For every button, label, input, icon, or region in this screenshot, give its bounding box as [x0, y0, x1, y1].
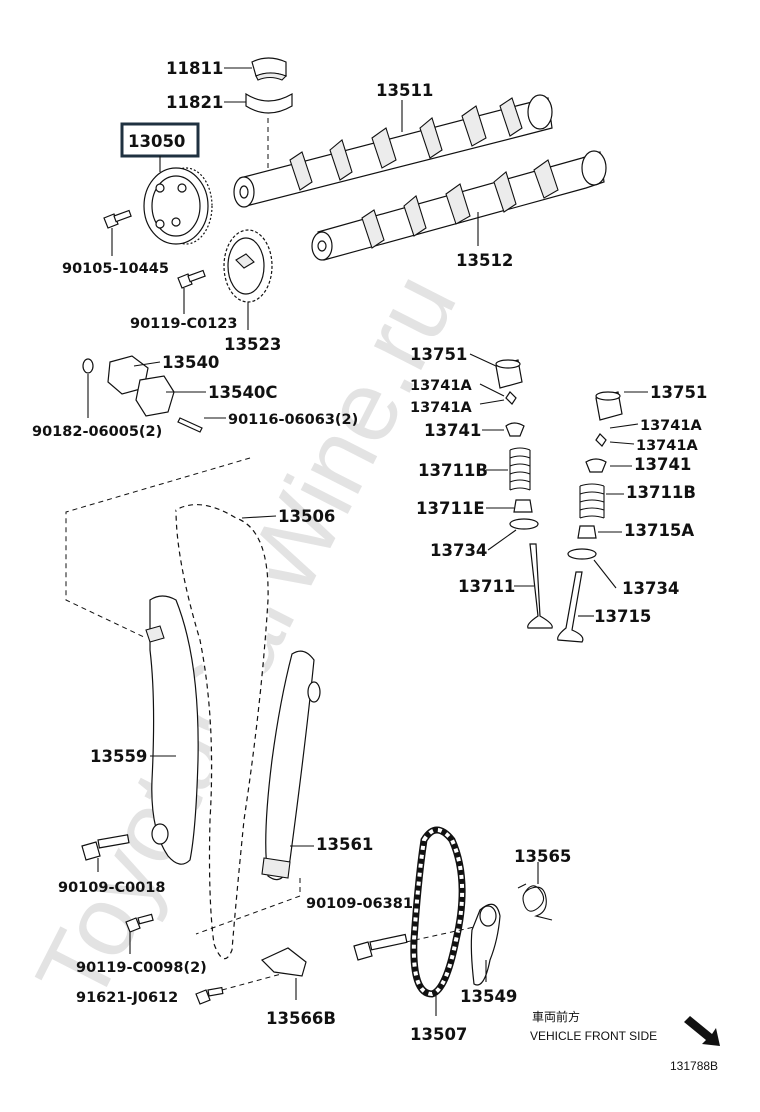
label-13523: 13523	[224, 335, 281, 354]
label-13734-b: 13734	[622, 579, 679, 598]
label-91621-j0612: 91621-J0612	[76, 990, 178, 1006]
keeper-13741a-a[interactable]	[505, 391, 517, 405]
label-13715: 13715	[594, 607, 651, 626]
bolt-90109-c0018[interactable]	[81, 834, 130, 861]
bolt-13549-mount[interactable]	[353, 933, 408, 961]
label-13734-a: 13734	[430, 541, 487, 560]
seat-13734-a[interactable]	[509, 518, 539, 530]
label-13512: 13512	[456, 251, 513, 270]
direction-note-jp: 車両前方	[532, 1009, 580, 1024]
label-13711b-b: 13711B	[626, 483, 696, 502]
label-13540c: 13540C	[208, 383, 278, 402]
label-90119-c0098: 90119-C0098(2)	[76, 960, 207, 976]
spring-13711b-b[interactable]	[579, 483, 605, 519]
label-90119-c0123: 90119-C0123	[130, 316, 237, 332]
label-13561: 13561	[316, 835, 373, 854]
label-90116-06063: 90116-06063(2)	[228, 412, 358, 428]
highlight-box	[120, 122, 200, 158]
seal-13715a[interactable]	[577, 525, 597, 539]
label-13549: 13549	[460, 987, 517, 1006]
camshaft-13512[interactable]	[311, 150, 607, 261]
label-13711: 13711	[458, 577, 515, 596]
label-13751-b: 13751	[650, 383, 707, 402]
label-13711e: 13711E	[416, 499, 485, 518]
valve-13715[interactable]	[557, 571, 584, 643]
label-13506: 13506	[278, 507, 335, 526]
bolt-90119-c0123[interactable]	[177, 269, 206, 289]
label-13741-a: 13741	[424, 421, 481, 440]
label-13741-b: 13741	[634, 455, 691, 474]
lifter-13751-b[interactable]	[595, 391, 623, 421]
bolt-91621-j0612[interactable]	[195, 986, 224, 1005]
label-13751-a: 13751	[410, 345, 467, 364]
valve-13711[interactable]	[527, 543, 553, 629]
seal-13711e[interactable]	[513, 499, 533, 513]
lifter-13751-a[interactable]	[495, 359, 523, 389]
label-13566b: 13566B	[266, 1009, 336, 1028]
spring-13565[interactable]	[517, 883, 553, 921]
label-13741a-b1: 13741A	[640, 418, 702, 434]
damper-13566b[interactable]	[260, 947, 307, 977]
label-90109-06381: 90109-06381	[306, 896, 413, 912]
bearing-11811[interactable]	[251, 57, 287, 81]
retainer-13741-b[interactable]	[585, 458, 607, 473]
seat-13734-b[interactable]	[567, 548, 597, 560]
label-90105-10445: 90105-10445	[62, 261, 169, 277]
label-90109-c0018: 90109-C0018	[58, 880, 165, 896]
label-90182-06005: 90182-06005(2)	[32, 424, 162, 440]
sprocket-13523[interactable]	[223, 229, 273, 303]
label-13511: 13511	[376, 81, 433, 100]
chain-guide-13561[interactable]	[261, 650, 321, 881]
bearing-11821[interactable]	[245, 92, 293, 114]
label-13507: 13507	[410, 1025, 467, 1044]
label-11821: 11821	[166, 93, 223, 112]
gasket-13540c[interactable]	[135, 375, 175, 417]
label-13565: 13565	[514, 847, 571, 866]
camshaft-13511[interactable]	[233, 94, 553, 208]
direction-note-en: VEHICLE FRONT SIDE	[530, 1029, 657, 1043]
bolt-90119-c0098[interactable]	[125, 913, 154, 933]
chain-guide-13559[interactable]	[145, 595, 199, 865]
stud-90116-06063[interactable]	[177, 417, 203, 433]
label-13741a-b2: 13741A	[636, 438, 698, 454]
label-13741a-a2: 13741A	[410, 400, 472, 416]
label-11811: 11811	[166, 59, 223, 78]
label-13540: 13540	[162, 353, 219, 372]
label-13050: 13050	[128, 132, 185, 151]
timing-chain-13506[interactable]	[173, 502, 271, 961]
chain-13507[interactable]	[410, 826, 466, 998]
spring-13711b-a[interactable]	[509, 447, 531, 491]
label-13559: 13559	[90, 747, 147, 766]
tensioner-arm-13549[interactable]	[470, 903, 501, 986]
label-13715a: 13715A	[624, 521, 694, 540]
label-13711b-a: 13711B	[418, 461, 488, 480]
keeper-13741a-b[interactable]	[595, 433, 607, 447]
label-13741a-a1: 13741A	[410, 378, 472, 394]
figure-number: 131788B	[670, 1059, 718, 1073]
bolt-90105-10445[interactable]	[103, 209, 132, 229]
front-arrow-icon	[684, 1016, 720, 1046]
retainer-13741-a[interactable]	[505, 422, 525, 437]
vvt-gear-13050[interactable]	[143, 167, 213, 245]
